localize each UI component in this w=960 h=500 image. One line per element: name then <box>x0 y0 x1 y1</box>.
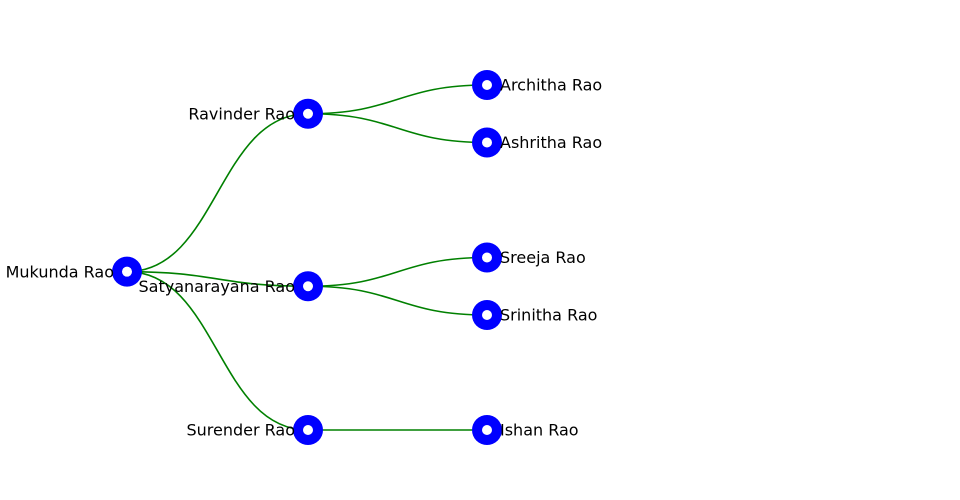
link-ravinder-rao-to-architha-rao <box>307 84 488 115</box>
link-satyanarayana-rao-to-srinitha-rao <box>307 285 488 316</box>
link-satyanarayana-rao-to-sreeja-rao <box>307 256 488 288</box>
node-center-dot <box>303 108 313 119</box>
link-mukunda-rao-to-satyanarayana-rao <box>126 270 309 288</box>
node-label: Ravinder Rao <box>188 104 295 123</box>
tree-nodes: Mukunda Rao Ravinder Rao Architha RaoAshri… <box>6 70 602 445</box>
node-sreeja-rao[interactable]: Sreeja Rao <box>472 242 586 273</box>
node-center-dot <box>122 266 132 277</box>
node-label: Sreeja Rao <box>500 248 586 267</box>
node-srinitha-rao[interactable]: Srinitha Rao <box>472 300 597 330</box>
node-label: Surender Rao <box>186 421 295 440</box>
node-center-dot <box>303 425 313 435</box>
link-ravinder-rao-to-ashritha-rao <box>307 112 488 144</box>
node-satyanarayana-rao[interactable]: Satyanarayana Rao <box>139 271 324 302</box>
node-label: Ashritha Rao <box>500 133 602 152</box>
node-label: Ishan Rao <box>500 421 579 440</box>
link-mukunda-rao-to-surender-rao <box>126 270 309 431</box>
node-center-dot <box>303 281 313 292</box>
node-label: Srinitha Rao <box>500 306 597 325</box>
node-ashritha-rao[interactable]: Ashritha Rao <box>472 127 602 158</box>
node-center-dot <box>482 80 492 90</box>
node-label: Satyanarayana Rao <box>139 277 296 296</box>
node-ravinder-rao[interactable]: Ravinder Rao <box>188 98 323 129</box>
node-center-dot <box>482 425 492 435</box>
node-center-dot <box>482 252 492 263</box>
link-mukunda-rao-to-ravinder-rao <box>126 112 309 273</box>
node-architha-rao[interactable]: Architha Rao <box>472 70 602 100</box>
node-mukunda-rao[interactable]: Mukunda Rao <box>6 256 142 287</box>
tree-links <box>126 84 488 431</box>
node-center-dot <box>482 137 492 148</box>
node-center-dot <box>482 310 492 320</box>
node-surender-rao[interactable]: Surender Rao <box>186 415 323 445</box>
node-label: Architha Rao <box>500 76 602 95</box>
node-ishan-rao[interactable]: Ishan Rao <box>472 415 579 445</box>
node-label: Mukunda Rao <box>6 262 114 281</box>
